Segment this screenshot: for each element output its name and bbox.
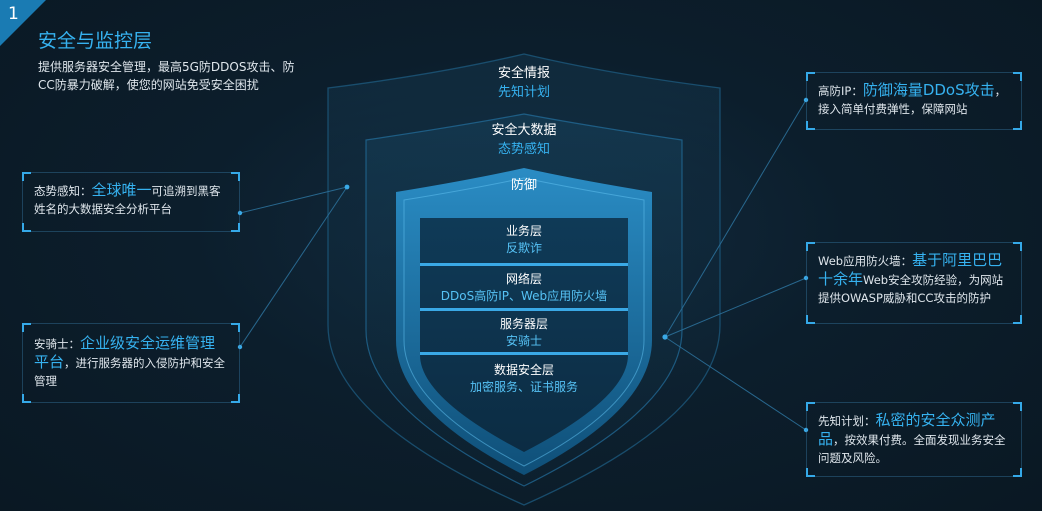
tier-title: 安全情报 <box>497 66 550 81</box>
layer-business: 业务层 反欺诈 <box>420 223 628 257</box>
card-label: Web应用防火墙： <box>818 254 913 268</box>
card-text: ，进行服务器的入侵防护和安全管理 <box>34 356 226 388</box>
card-highlight: 全球唯一 <box>91 181 152 199</box>
card-highlight: 基于阿里巴巴十余年 <box>818 251 1003 288</box>
layer-title: 数据安全层 <box>493 363 554 377</box>
tier-subtitle: 先知计划 <box>497 85 550 100</box>
layer-title: 业务层 <box>505 224 542 238</box>
layer-subtitle: 加密服务、证书服务 <box>469 380 578 394</box>
tier-defense: 防御 <box>444 176 604 195</box>
layer-server: 服务器层 安骑士 <box>420 316 628 350</box>
card-highlight: 企业级安全运维管理平台 <box>34 334 216 371</box>
layer-network: 网络层 DDoS高防IP、Web应用防火墙 <box>420 271 628 305</box>
card-text: Web安全攻防经验，为网站提供OWASP威胁和CC攻击的防护 <box>818 273 1004 305</box>
layer-subtitle: 安骑士 <box>505 334 542 348</box>
card-highlight: 私密的安全众测产品 <box>818 411 996 448</box>
section-corner-badge <box>0 0 46 46</box>
tier-title: 防御 <box>510 178 537 193</box>
card-label: 态势感知： <box>34 184 92 198</box>
card-anti-ddos: 高防IP：防御海量DDoS攻击，接入简单付费弹性，保障网站 <box>806 72 1022 130</box>
card-guard: 安骑士：企业级安全运维管理平台，进行服务器的入侵防护和安全管理 <box>22 323 240 403</box>
card-text: 可追溯到黑客姓名的大数据安全分析平台 <box>34 184 221 216</box>
tier-subtitle: 态势感知 <box>497 142 550 157</box>
tier-intelligence: 安全情报 先知计划 <box>444 64 604 102</box>
section-number: 1 <box>8 4 19 24</box>
card-label: 先知计划： <box>818 414 876 428</box>
layer-subtitle: DDoS高防IP、Web应用防火墙 <box>440 289 608 303</box>
page-title: 安全与监控层 <box>38 30 153 52</box>
card-situation-awareness: 态势感知：全球唯一可追溯到黑客姓名的大数据安全分析平台 <box>22 172 240 232</box>
card-xianzhi: 先知计划：私密的安全众测产品，按效果付费。全面发现业务安全问题及风险。 <box>806 402 1022 477</box>
tier-big-data: 安全大数据 态势感知 <box>444 121 604 159</box>
card-label: 安骑士： <box>34 337 80 351</box>
card-text: ，按效果付费。全面发现业务安全问题及风险。 <box>818 433 1006 465</box>
card-label: 高防IP： <box>818 84 863 98</box>
card-waf: Web应用防火墙：基于阿里巴巴十余年Web安全攻防经验，为网站提供OWASP威胁… <box>806 242 1022 324</box>
layer-title: 网络层 <box>505 272 542 286</box>
section-description: 提供服务器安全管理，最高5G防DDOS攻击、防CC防暴力破解，使您的网站免受安全… <box>38 60 295 92</box>
card-text: ，接入简单付费弹性，保障网站 <box>818 84 1007 116</box>
layer-title: 服务器层 <box>499 317 548 331</box>
tier-title: 安全大数据 <box>491 123 557 138</box>
layer-data-security: 数据安全层 加密服务、证书服务 <box>420 362 628 396</box>
card-highlight: 防御海量DDoS攻击 <box>862 81 995 99</box>
layer-subtitle: 反欺诈 <box>505 241 542 255</box>
